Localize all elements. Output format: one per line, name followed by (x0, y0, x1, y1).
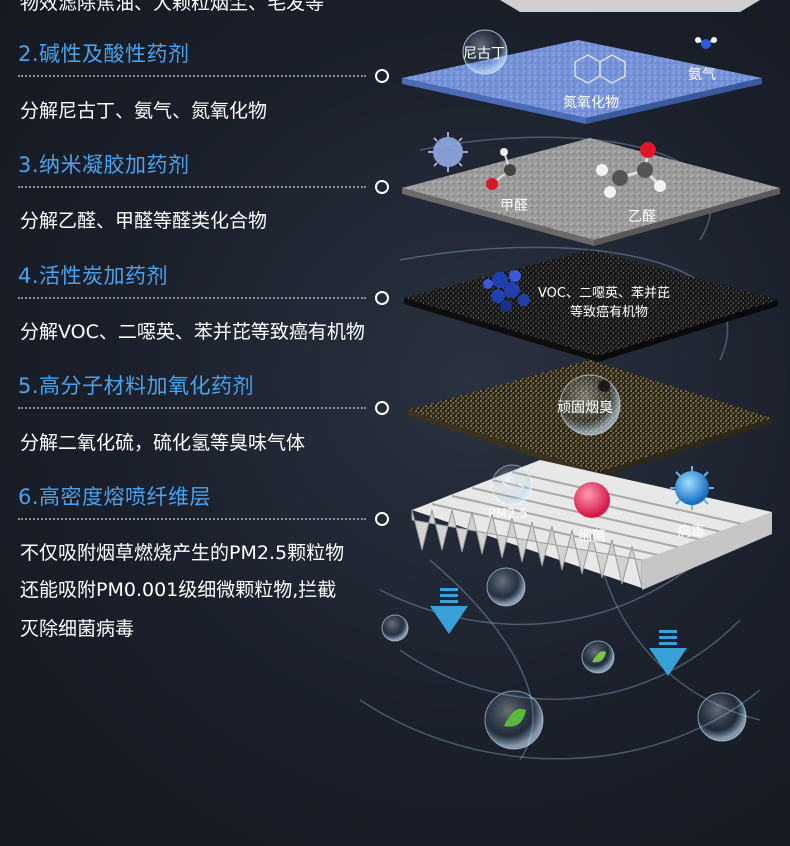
ring-marker (375, 69, 389, 83)
layer-nano-gel (402, 138, 780, 246)
ring-marker (375, 180, 389, 194)
section-desc: 灭除细菌病毒 (20, 618, 135, 640)
section-heading: 6.高密度熔喷纤维层 (18, 485, 212, 509)
section-desc: 分解VOC、二噁英、苯并芘等致癌有机物 (20, 321, 365, 343)
dotted-leader (18, 407, 366, 409)
voc-cluster-icon (483, 270, 530, 312)
label-pm25: PM2.5 (488, 507, 528, 522)
dotted-leader (18, 186, 366, 188)
section-desc: 分解二氧化硫，硫化氢等臭味气体 (20, 432, 306, 454)
ring-marker (375, 291, 389, 305)
layer-labels (428, 29, 717, 518)
nox-molecule-icon (574, 54, 626, 84)
dotted-leader (18, 75, 366, 77)
dotted-leader (18, 297, 366, 299)
label-nicotine: 尼古丁 (463, 46, 505, 62)
label-formaldehyde: 甲醛 (500, 198, 528, 214)
top-cut-text: 物效滤除焦油、大颗粒烟尘、毛发等 (20, 0, 325, 14)
label-acetaldehyde: 乙醛 (628, 209, 656, 225)
label-odor: 顽固烟臭 (557, 400, 613, 416)
virus-icon (428, 132, 468, 172)
bacteria-icon (574, 482, 610, 518)
dotted-leader (18, 518, 366, 520)
virus-blue-icon (670, 466, 714, 510)
label-bacteria: 细菌 (578, 529, 606, 545)
floating-bubbles (381, 567, 747, 750)
section-desc: 不仅吸附烟草燃烧产生的PM2.5颗粒物 (20, 542, 345, 564)
ammonia-molecule-icon (695, 37, 717, 49)
section-heading: 2.碱性及酸性药剂 (18, 42, 190, 66)
label-voc-line1: VOC、二噁英、苯并芘 (538, 286, 670, 301)
section-heading: 4.活性炭加药剂 (18, 264, 169, 288)
label-nox: 氮氧化物 (563, 95, 619, 111)
label-ammonia: 氨气 (688, 67, 716, 83)
label-virus: 病毒 (677, 524, 705, 540)
down-arrow-icon (649, 630, 687, 676)
pleated-layer-top (500, 0, 760, 12)
acetaldehyde-molecule-icon (596, 142, 666, 198)
ring-marker (375, 401, 389, 415)
layer-meltblown-pleated (411, 460, 772, 590)
section-heading: 5.高分子材料加氧化药剂 (18, 374, 255, 398)
formaldehyde-molecule-icon (486, 148, 516, 190)
section-desc: 还能吸附PM0.001级细微颗粒物,拦截 (20, 579, 337, 601)
down-arrow-icon (430, 588, 468, 634)
section-desc: 分解尼古丁、氨气、氮氧化物 (20, 100, 268, 122)
section-desc: 分解乙醛、甲醛等醛类化合物 (20, 210, 268, 232)
ring-marker (375, 512, 389, 526)
section-heading: 3.纳米凝胶加药剂 (18, 153, 190, 177)
label-voc-line2: 等致癌有机物 (570, 305, 649, 320)
